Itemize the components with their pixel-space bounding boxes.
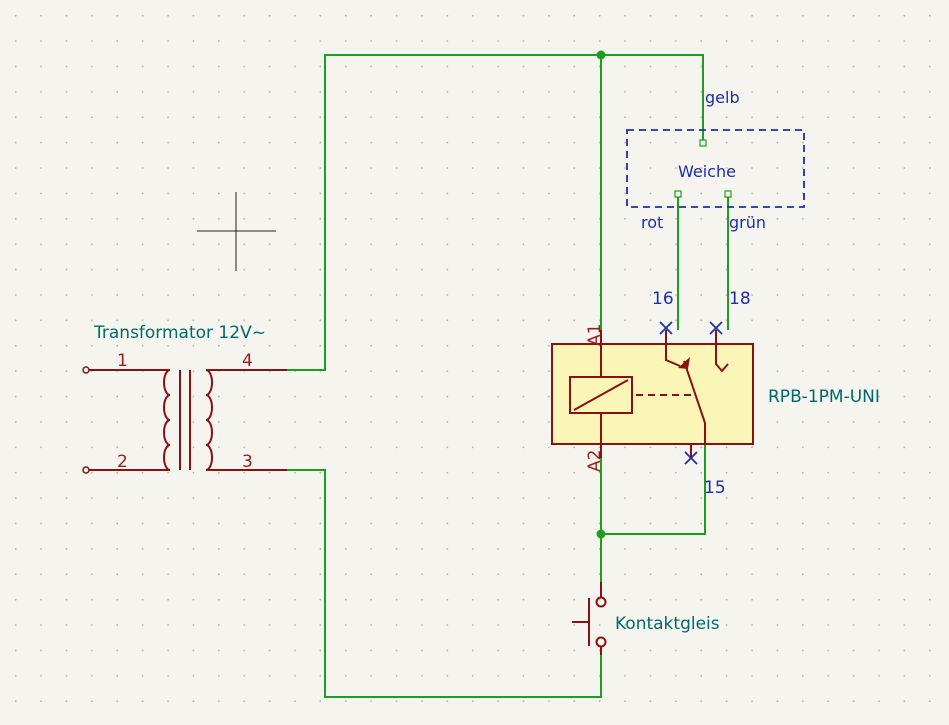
relay[interactable]: A1 A2 16 18 15 RPB-1PM-UNI: [551, 289, 880, 498]
net-label-gruen: grün: [729, 213, 766, 232]
transformer-pin-2: 2: [117, 452, 128, 472]
relay-pin-16: 16: [652, 289, 674, 309]
transformer-pin-1: 1: [117, 351, 128, 371]
kontaktgleis-button[interactable]: Kontaktgleis: [572, 582, 720, 655]
sheet-name: Weiche: [678, 162, 736, 181]
wire-top-loop: [287, 54, 704, 371]
junction-top: [596, 50, 606, 60]
relay-pin-18: 18: [729, 289, 751, 309]
relay-pin-a2: A2: [585, 450, 605, 472]
button-value: Kontaktgleis: [615, 614, 720, 634]
net-label-gelb: gelb: [705, 88, 740, 107]
sheet-port-gruen: [724, 190, 732, 198]
transformer-pin-4: 4: [242, 351, 253, 371]
wires: [287, 50, 729, 698]
primary-coil: [163, 369, 171, 471]
relay-pin-15: 15: [704, 478, 726, 498]
relay-value: RPB-1PM-UNI: [768, 387, 880, 407]
secondary-coil: [205, 369, 213, 471]
transformer[interactable]: Transformator 12V~ 1 2 4 3: [82, 323, 287, 474]
sheet-port-rot: [674, 190, 682, 198]
sheet-weiche[interactable]: Weiche gelb rot grün: [626, 88, 805, 232]
junction-bottom: [596, 529, 606, 539]
transformer-pin1-end: [82, 366, 90, 374]
wire-bottom-loop: [287, 469, 602, 698]
sheet-port-gelb: [699, 139, 707, 147]
relay-contact-marker: [678, 357, 690, 369]
net-label-rot: rot: [641, 213, 663, 232]
crosshair-cursor: [197, 192, 276, 271]
relay-pin-a1: A1: [585, 324, 605, 346]
transformer-value: Transformator 12V~: [93, 323, 266, 343]
transformer-pin2-end: [82, 466, 90, 474]
transformer-pin-3: 3: [242, 452, 253, 472]
no-connect-icons: [659, 321, 723, 465]
wire-pin15: [601, 444, 706, 535]
